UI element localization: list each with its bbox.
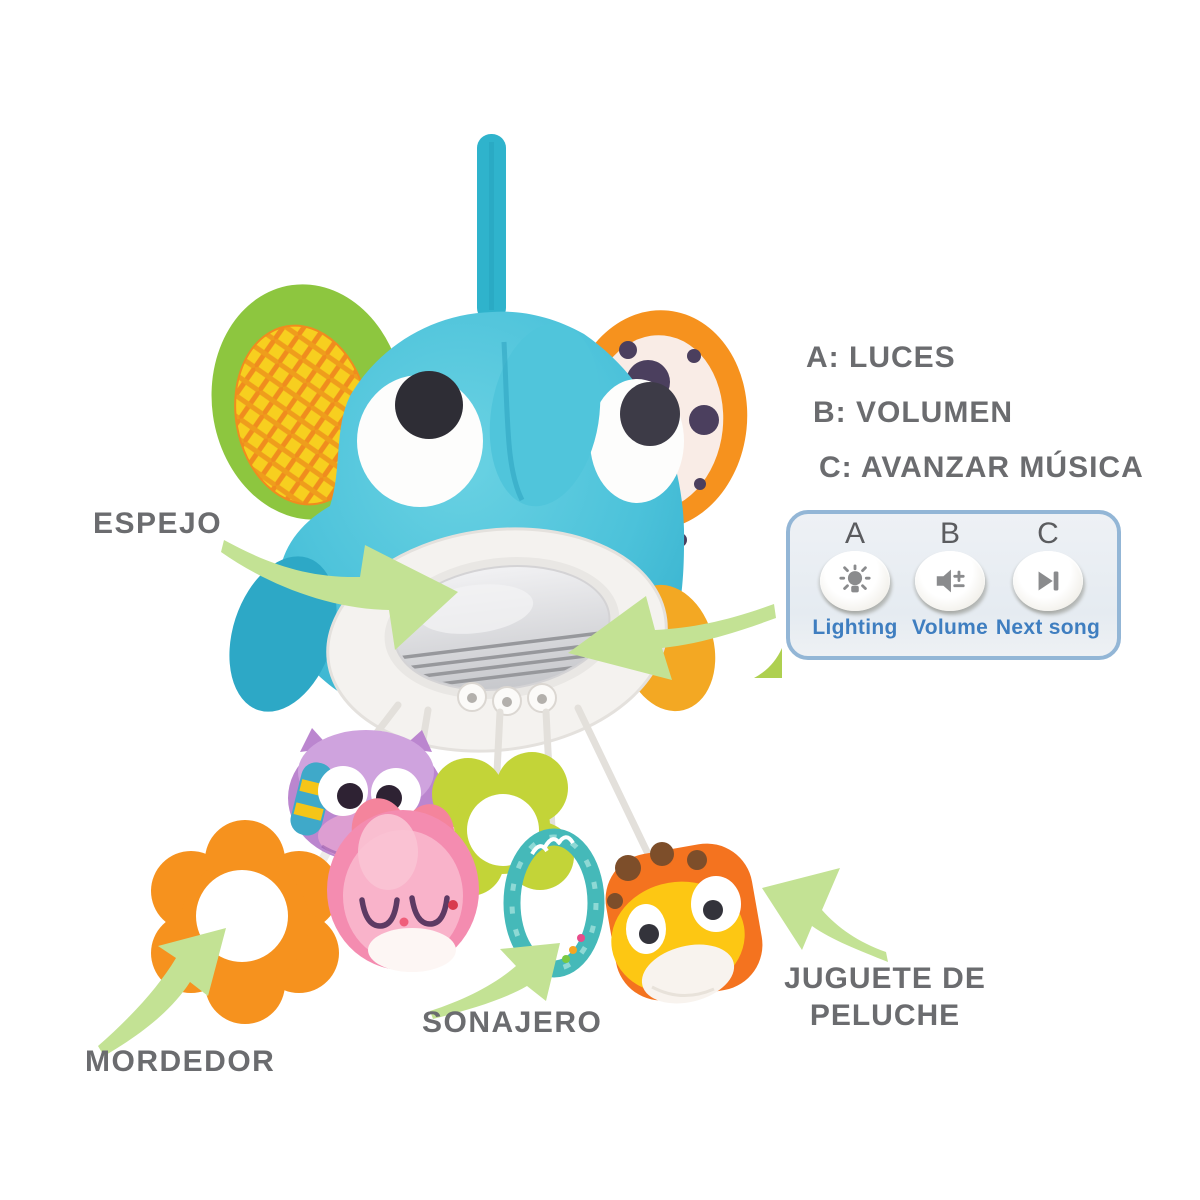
embroidered-face (359, 895, 458, 929)
legend: A: LUCES B: VOLUMEN C: AVANZAR MÚSICA (806, 330, 1144, 495)
next-song-label: Next song (995, 616, 1101, 639)
lighting-button (820, 551, 890, 611)
volume-icon (936, 569, 965, 593)
plush-strawberry (327, 798, 479, 972)
panel-column-lighting: A Lighting (810, 517, 900, 640)
ring-coil (530, 835, 575, 856)
hanging-strap (477, 134, 506, 322)
rattle-ring (503, 828, 605, 978)
giraffe-spots (607, 842, 707, 909)
legend-item-avanzar-musica: C: AVANZAR MÚSICA (819, 451, 1144, 484)
left-eye (357, 371, 483, 507)
label-sonajero: SONAJERO (422, 1006, 603, 1039)
legend-item-volumen: B: VOLUMEN (813, 396, 1013, 429)
next-song-icon (1038, 571, 1059, 591)
annotation-arrows (98, 540, 888, 1056)
base-buttons (457, 682, 557, 716)
panel-letter-a: A (844, 517, 865, 550)
corner-wedge (754, 648, 782, 678)
mirror-right-arrow (568, 596, 776, 680)
forehead-fin (489, 323, 601, 507)
plush-giraffe (605, 842, 763, 1004)
right-eye (590, 379, 684, 503)
label-espejo: ESPEJO (93, 507, 223, 540)
panel-column-volume: B Volume (905, 517, 995, 640)
panel-letter-c: C (1037, 517, 1059, 550)
panel-column-next-song: C Next song (978, 517, 1118, 640)
control-panel-inset: A Lighting B (786, 510, 1121, 660)
volume-label: Volume (911, 616, 989, 639)
lighting-label: Lighting (812, 616, 898, 639)
volume-button (915, 551, 985, 611)
label-juguete-de-peluche: JUGUETE DE PELUCHE (784, 962, 986, 1032)
sonajero-arrow (430, 943, 560, 1019)
lighting-icon (839, 564, 871, 593)
mordedor-arrow (98, 928, 226, 1056)
espejo-arrow (221, 540, 458, 650)
juguete-arrow (762, 868, 888, 962)
next-song-button (1013, 551, 1083, 611)
label-mordedor: MORDEDOR (85, 1045, 276, 1078)
legend-item-luces: A: LUCES (806, 341, 956, 374)
panel-letter-b: B (939, 517, 960, 550)
